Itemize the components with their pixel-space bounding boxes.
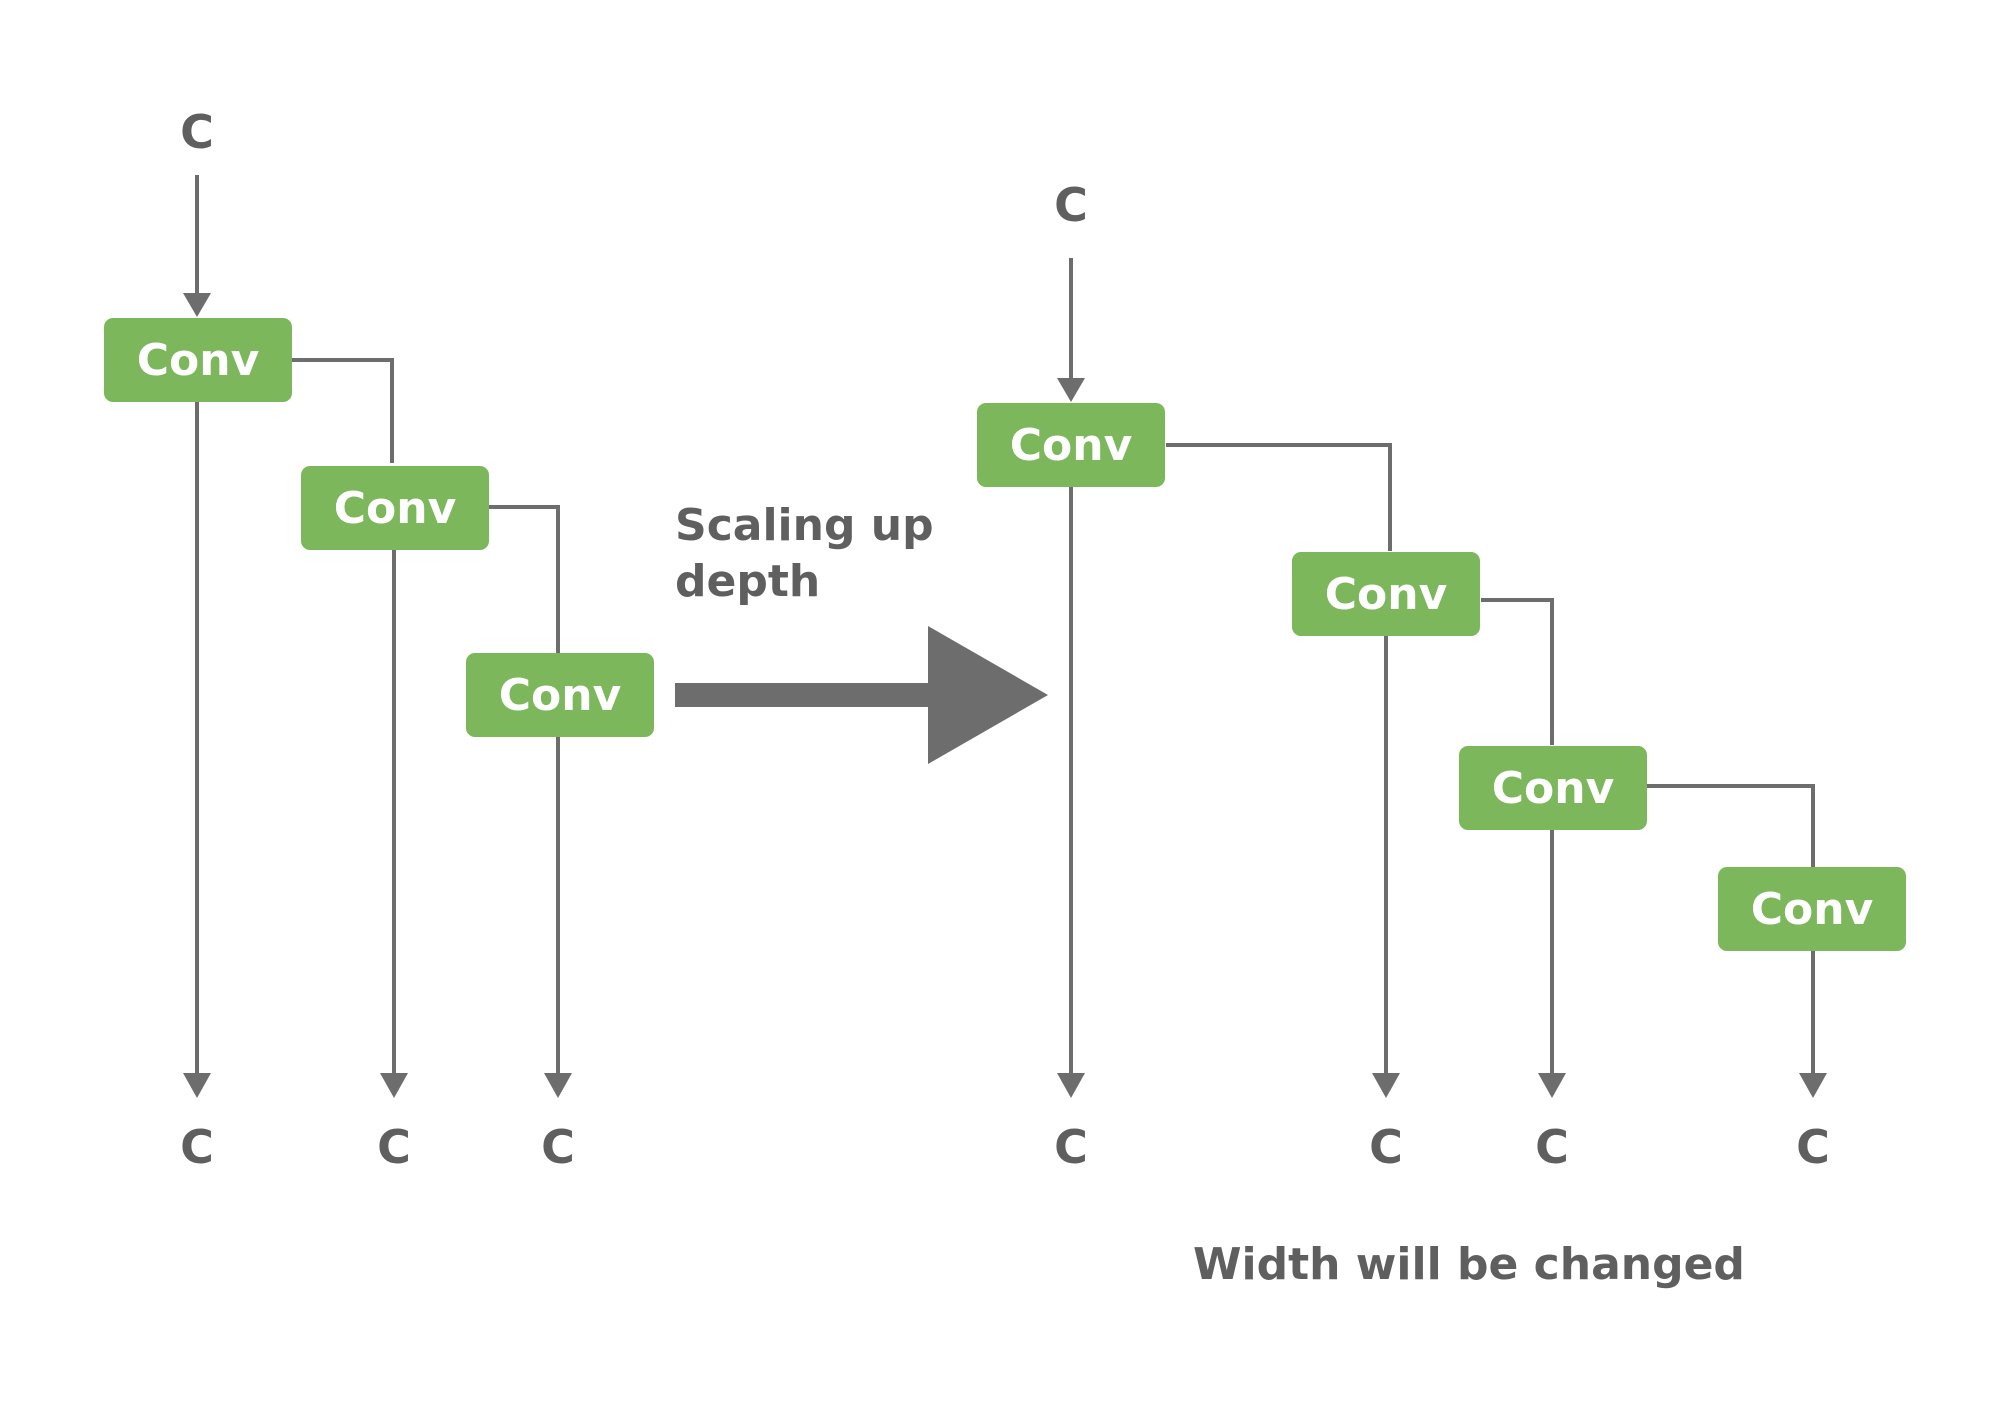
right-output-arrowhead-2	[1372, 1073, 1400, 1098]
scaling-arrow	[675, 626, 1048, 764]
right-input-label: C	[1054, 178, 1088, 232]
left-output-label-3: C	[541, 1120, 575, 1174]
left-conv1-to-conv2-connector	[292, 358, 394, 463]
right-conv-block-4: Conv	[1718, 867, 1906, 951]
left-output-arrowhead-1	[183, 1073, 211, 1098]
right-output-label-3: C	[1535, 1120, 1569, 1174]
left-network-arrowheads	[183, 293, 572, 1098]
right-conv1-to-conv2-connector	[1166, 443, 1392, 551]
right-output-arrowhead-3	[1538, 1073, 1566, 1098]
right-output-arrowhead-1	[1057, 1073, 1085, 1098]
right-conv2-to-conv3-connector	[1481, 598, 1554, 745]
left-output-arrowhead-2	[380, 1073, 408, 1098]
right-input-arrowhead	[1057, 378, 1085, 402]
left-output-arrowhead-3	[544, 1073, 572, 1098]
right-conv-block-2: Conv	[1292, 552, 1480, 636]
left-conv-block-1: Conv	[104, 318, 292, 402]
left-conv2-to-conv3-connector	[489, 505, 560, 654]
left-input-label: C	[180, 105, 214, 159]
left-network-connectors	[195, 175, 560, 1075]
scaling-caption-line-1: Scaling up	[675, 500, 934, 551]
right-conv-block-3: Conv	[1459, 746, 1647, 830]
left-output-label-2: C	[377, 1120, 411, 1174]
left-conv-block-3: Conv	[466, 653, 654, 737]
right-output-label-4: C	[1796, 1120, 1830, 1174]
right-output-label-1: C	[1054, 1120, 1088, 1174]
right-conv-block-1: Conv	[977, 403, 1165, 487]
scaling-arrow-head	[928, 626, 1048, 764]
width-change-note: Width will be changed	[1193, 1239, 1745, 1290]
right-output-arrowhead-4	[1799, 1073, 1827, 1098]
left-output-label-1: C	[180, 1120, 214, 1174]
scaling-arrow-shaft	[675, 683, 935, 707]
right-network-arrowheads	[1057, 378, 1827, 1098]
right-conv3-to-conv4-connector	[1647, 784, 1815, 867]
right-network-connectors	[1069, 258, 1815, 1075]
left-conv-block-2: Conv	[301, 466, 489, 550]
scaling-caption-line-2: depth	[675, 556, 821, 607]
left-input-arrowhead	[183, 293, 211, 317]
right-output-label-2: C	[1369, 1120, 1403, 1174]
